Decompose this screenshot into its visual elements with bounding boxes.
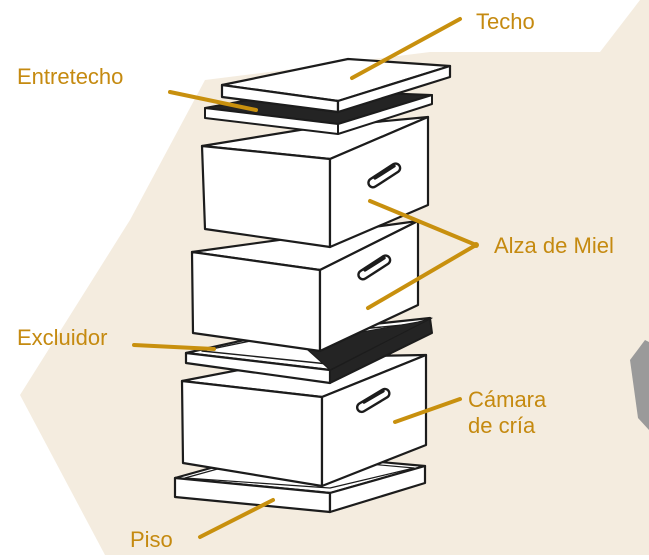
label-inner-cover: Entretecho [17, 64, 124, 89]
roof-leader-line [350, 17, 462, 80]
floor-leader-line [198, 498, 275, 539]
honey-super-leader-line [368, 199, 478, 247]
brood-chamber-leader-line [393, 397, 462, 424]
label-floor: Piso [130, 527, 173, 552]
excluder-leader-line [132, 343, 216, 351]
label-roof: Techo [476, 9, 535, 34]
leader-lines [132, 17, 478, 539]
label-honey-super: Alza de Miel [494, 233, 614, 258]
hive-roof [220, 57, 452, 114]
honey-super-leader-line [366, 243, 478, 310]
inner-cover-leader-line [168, 90, 258, 112]
label-queen-excluder: Excluidor [17, 325, 108, 350]
stone-fragment [630, 340, 649, 430]
honey-super-leader-junction [473, 242, 479, 248]
label-brood-chamber-line2: de cría [468, 413, 536, 438]
label-brood-chamber-line1: Cámara [468, 387, 547, 412]
